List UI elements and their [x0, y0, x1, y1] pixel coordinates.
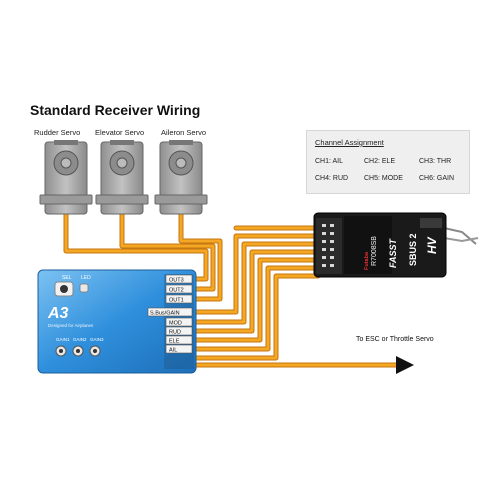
channel-cell: CH2: ELE [364, 158, 396, 165]
wire-mod [191, 242, 320, 324]
aileron-servo [154, 140, 208, 215]
controller-name: A3 [47, 305, 69, 322]
channel-cell: CH3: THR [419, 158, 452, 165]
wires [64, 213, 402, 367]
diagram-title: Standard Receiver Wiring [30, 102, 201, 118]
port-label: MOD [169, 321, 182, 327]
port-label: OUT3 [169, 278, 184, 284]
port-label: RUD [169, 330, 181, 336]
port-label: OUT2 [169, 288, 184, 294]
receiver-sbus: SBUS 2 [408, 233, 418, 266]
controller-subtitle: Designed for Airplanes [48, 323, 94, 328]
receiver: R7008SB Futaba FASST SBUS 2 HV [313, 212, 479, 278]
rudder-servo-label: Rudder Servo [34, 128, 81, 137]
wire-rud [191, 250, 320, 333]
channel-assignment-box: Channel Assignment CH1: AIL CH2: ELE CH3… [306, 130, 470, 194]
receiver-hv: HV [425, 236, 439, 254]
channel-cell: CH5: MODE [364, 175, 403, 182]
aileron-servo-label: Aileron Servo [161, 128, 207, 137]
led-indicator [79, 283, 89, 293]
wire-ele [191, 258, 320, 342]
wire-sbus-gain [191, 234, 320, 314]
port-label: ELE [169, 339, 180, 345]
rudder-servo [39, 140, 93, 215]
sel-knob-icon [60, 285, 68, 293]
port-label: AIL [169, 348, 177, 354]
wire-elevator-servo [120, 213, 215, 291]
sel-label: SEL [62, 275, 72, 281]
elevator-servo [95, 140, 149, 215]
gain2-label: GAIN2 [73, 337, 87, 342]
esc-label: To ESC or Throttle Servo [356, 336, 434, 343]
wire-rudder-servo [64, 213, 208, 281]
wire-aileron-servo [179, 213, 222, 301]
wire-ail [191, 266, 320, 351]
channel-cell: CH4: RUD [315, 175, 349, 182]
port-label: OUT1 [169, 298, 184, 304]
receiver-brand: Futaba [364, 251, 370, 270]
port-label: S.Bus/GAIN [150, 311, 180, 317]
esc-arrow-icon [396, 356, 414, 374]
receiver-model: R7008SB [371, 236, 378, 266]
receiver-fasst: FASST [388, 237, 398, 268]
led-label: LED [81, 275, 91, 281]
channel-cell: CH1: AIL [315, 158, 344, 165]
controller-ports: OUT3 OUT2 OUT1 S.Bus/GAIN MOD RUD ELE AI… [147, 274, 193, 354]
channel-cell: CH6: GAIN [419, 175, 455, 182]
wire-extra [191, 274, 320, 360]
gain3-label: GAIN3 [90, 337, 104, 342]
channel-assignment-title: Channel Assignment [315, 138, 384, 147]
gain1-label: GAIN1 [56, 337, 70, 342]
elevator-servo-label: Elevator Servo [95, 128, 145, 137]
